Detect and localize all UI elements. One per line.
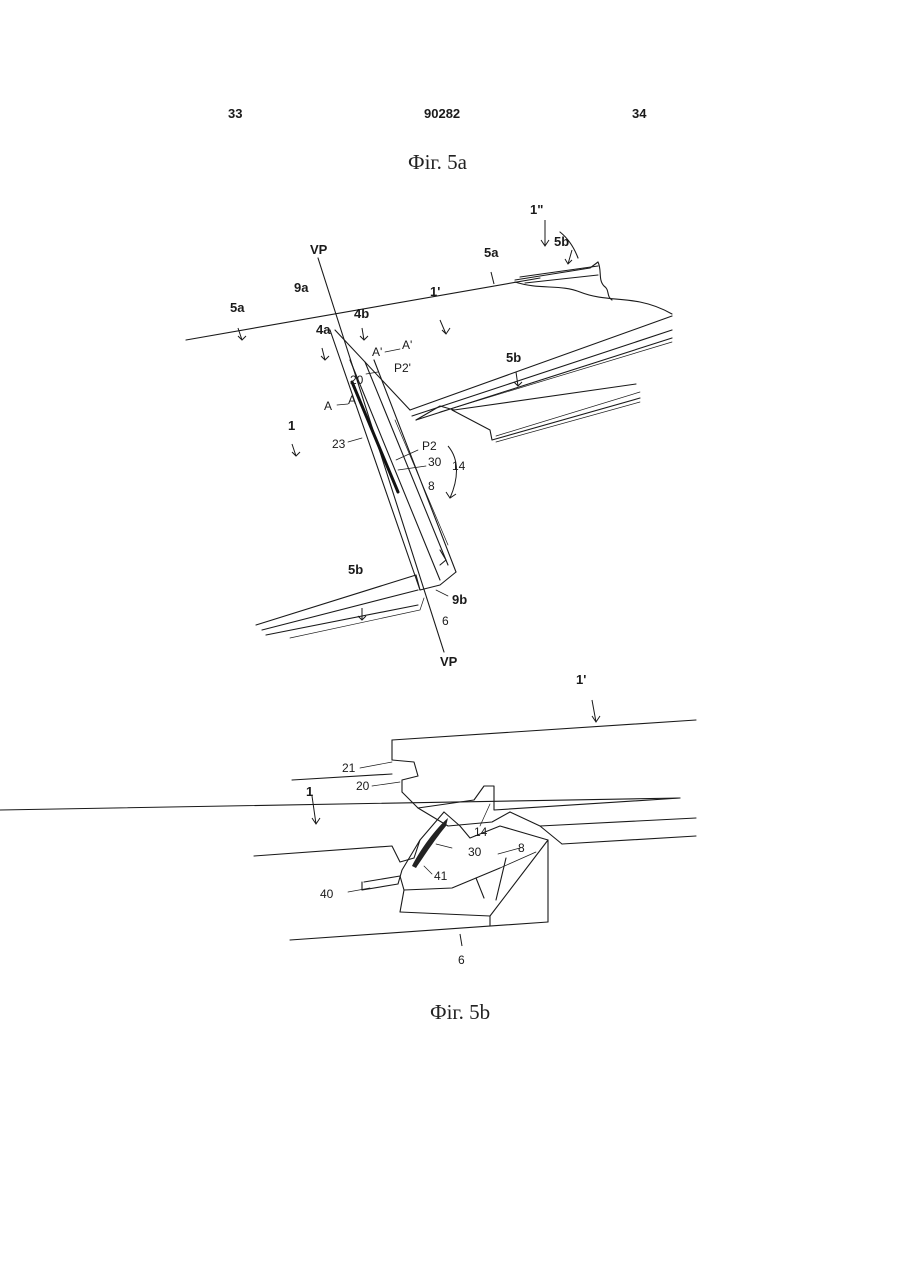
label-5b-40: 40 [320, 887, 334, 901]
label-5b-1p: 1' [576, 672, 586, 687]
label-5b-30: 30 [468, 845, 482, 859]
label-5b-20: 20 [356, 779, 370, 793]
label-5b-6: 6 [458, 953, 465, 967]
label-5b-1: 1 [306, 784, 313, 799]
label-5b-8: 8 [518, 841, 525, 855]
label-5b-21: 21 [342, 761, 356, 775]
label-5b-41: 41 [434, 869, 448, 883]
label-5b-14: 14 [474, 825, 488, 839]
